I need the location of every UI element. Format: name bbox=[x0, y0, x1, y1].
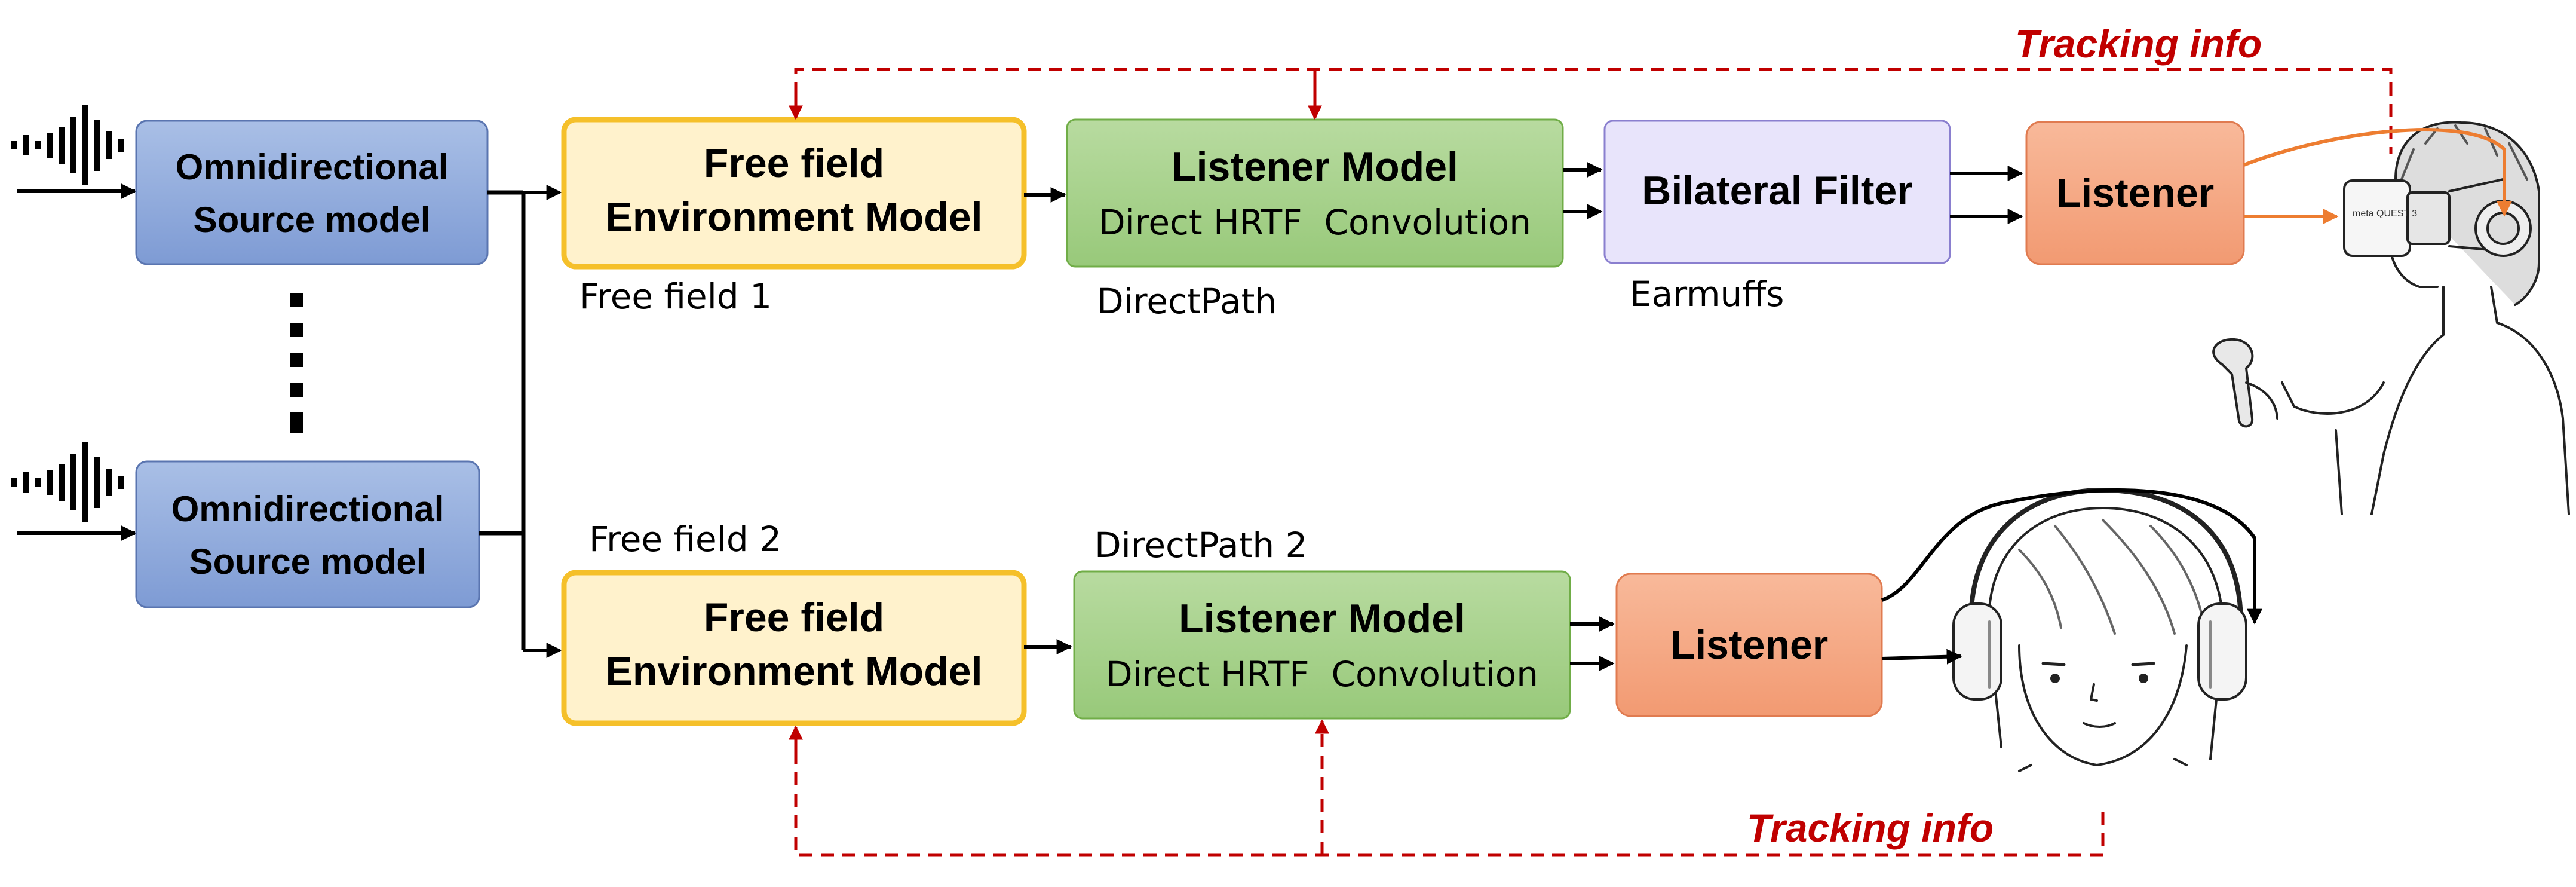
listener-model-2-title: Listener Model bbox=[1179, 596, 1465, 641]
bilateral-filter-title: Bilateral Filter bbox=[1642, 168, 1913, 213]
svg-text:meta QUEST 3: meta QUEST 3 bbox=[2353, 209, 2417, 219]
headphone-listener-illustration bbox=[1952, 488, 2247, 772]
vr-headset-user-illustration: meta QUEST 3 bbox=[2212, 121, 2570, 515]
source-model-2-line2: Source model bbox=[189, 542, 427, 582]
listener-model-1-title: Listener Model bbox=[1172, 144, 1458, 189]
listener-2-title: Listener bbox=[1670, 622, 1829, 668]
env-model-1-line2: Environment Model bbox=[606, 194, 983, 240]
headphone-arrow-to-ear bbox=[1881, 649, 1962, 665]
waveform-icon bbox=[11, 105, 124, 185]
listener-model-box-2: Listener Model Direct HRTF Convolution bbox=[1073, 570, 1571, 720]
source-bus-connector bbox=[479, 190, 526, 650]
env-model-1-caption: Free field 1 bbox=[579, 276, 772, 317]
source-model-1-line2: Source model bbox=[194, 200, 431, 240]
listener-model-1-subtitle: Direct HRTF Convolution bbox=[1099, 202, 1531, 243]
source-model-box-1: Omnidirectional Source model bbox=[135, 120, 489, 265]
environment-model-box-1: Free field Environment Model bbox=[561, 117, 1027, 270]
source-model-box-2: Omnidirectional Source model bbox=[135, 460, 480, 608]
listener-box-1: Listener bbox=[2025, 121, 2245, 265]
listener-model-2-subtitle: Direct HRTF Convolution bbox=[1106, 654, 1538, 695]
tracking-label-bottom: Tracking info bbox=[1747, 806, 1994, 850]
listener-1-title: Listener bbox=[2056, 170, 2215, 216]
source-model-1-line1: Omnidirectional bbox=[176, 147, 449, 187]
env-model-2-line1: Free field bbox=[704, 595, 884, 640]
env-model-2-line2: Environment Model bbox=[606, 649, 983, 694]
headphone-arrow-over-head bbox=[1881, 488, 2262, 625]
bilateral-filter-box: Bilateral Filter bbox=[1603, 120, 1951, 264]
environment-model-box-2: Free field Environment Model bbox=[561, 570, 1027, 726]
waveform-icon bbox=[11, 442, 124, 522]
env-model-2-caption: Free field 2 bbox=[589, 519, 781, 559]
listener-model-2-caption: DirectPath 2 bbox=[1094, 525, 1307, 565]
listener-model-1-caption: DirectPath bbox=[1097, 281, 1277, 322]
tracking-loop-bottom bbox=[794, 729, 2105, 857]
listener-model-box-1: Listener Model Direct HRTF Convolution bbox=[1066, 118, 1564, 268]
tracking-label-top: Tracking info bbox=[2015, 22, 2262, 66]
vr-audio-arrow-to-ear bbox=[2243, 128, 2512, 217]
bilateral-filter-caption: Earmuffs bbox=[1630, 274, 1784, 314]
source-model-2-line1: Omnidirectional bbox=[171, 489, 444, 529]
listener-box-2: Listener bbox=[1615, 573, 1883, 717]
env-model-1-line1: Free field bbox=[704, 140, 884, 186]
ellipsis-dots bbox=[290, 293, 303, 433]
